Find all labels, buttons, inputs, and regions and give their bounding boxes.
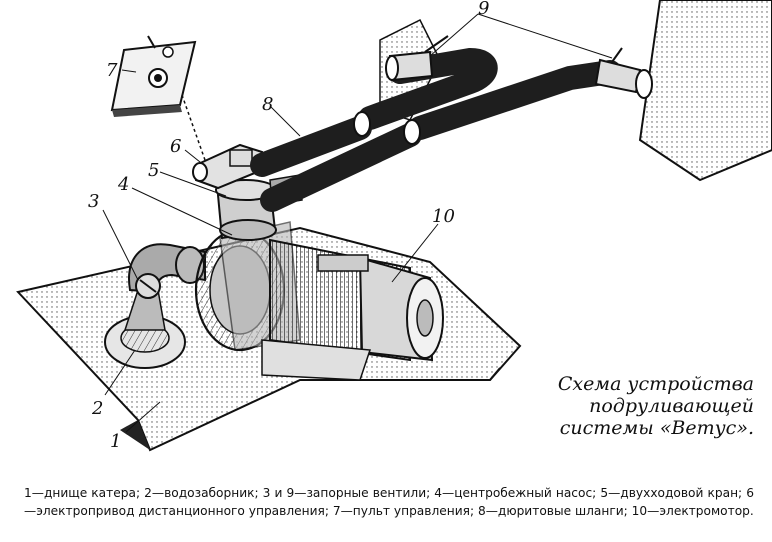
callout-8: 8	[262, 94, 273, 115]
callout-10: 10	[432, 206, 455, 227]
caption-line-2: подруливающей	[589, 395, 754, 417]
callout-9: 9	[478, 0, 489, 19]
system-diagram: 1 2 3 4 5 6 7 8 9 10	[16, 0, 772, 452]
callout-4: 4	[117, 174, 129, 195]
callout-3: 3	[88, 191, 99, 212]
electric-motor	[261, 238, 444, 381]
caption-line-1: Схема устройства	[557, 373, 754, 395]
hoses	[250, 47, 622, 212]
centrifugal-pump	[194, 221, 301, 352]
electric-actuator	[192, 143, 263, 190]
callout-6: 6	[170, 136, 181, 157]
caption-line-3: системы «Ветус».	[559, 417, 754, 439]
shutoff-valves-9	[385, 35, 653, 99]
callout-5: 5	[148, 160, 159, 181]
callout-2: 2	[91, 398, 103, 419]
control-panel	[110, 35, 197, 117]
figure-legend: 1—днище катера; 2—водозаборник; 3 и 9—за…	[24, 486, 754, 518]
figure-caption: Схема устройства подруливающей системы «…	[534, 373, 754, 439]
leader-lines	[102, 13, 613, 433]
callout-7: 7	[106, 60, 118, 81]
water-intake	[104, 289, 186, 369]
shutoff-valve-3	[128, 243, 206, 299]
callout-1: 1	[110, 431, 121, 452]
